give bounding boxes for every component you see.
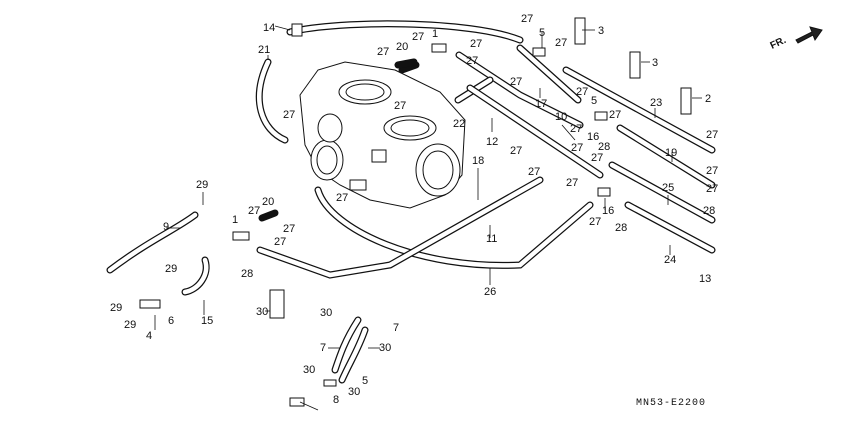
callout-24: 24 — [664, 254, 676, 266]
callout-27: 27 — [283, 223, 295, 235]
front-arrow: FR. — [769, 26, 823, 52]
callout-27: 27 — [510, 145, 522, 157]
callout-30: 30 — [320, 307, 332, 319]
joint-8 — [289, 397, 305, 407]
callout-27: 27 — [412, 31, 424, 43]
callout-30: 8 — [333, 394, 339, 406]
front-arrow-icon — [795, 26, 823, 44]
joint-1a — [431, 43, 447, 53]
callout-7: 7 — [320, 342, 326, 354]
callout-4: 30 — [256, 306, 268, 318]
callout-27: 27 — [706, 129, 718, 141]
callout-28: 28 — [703, 205, 715, 217]
diagram-code: MN53-E2200 — [636, 398, 706, 409]
callout-13: 26 — [484, 286, 496, 298]
callout-26: 29 — [110, 302, 122, 314]
callout-20: 20 — [396, 41, 408, 53]
joint-5c — [323, 379, 337, 387]
joint-5b — [594, 111, 608, 121]
callout-1: 1 — [432, 28, 438, 40]
callout-2: 2 — [705, 93, 711, 105]
callout-14: 14 — [263, 22, 275, 34]
callout-27: 27 — [566, 177, 578, 189]
callout-11: 11 — [486, 233, 497, 245]
callout-27: 28 — [241, 268, 253, 280]
callout-16: 16 — [587, 131, 599, 143]
holder-2 — [680, 87, 692, 115]
callout-12: 12 — [486, 136, 498, 148]
front-marker-label: FR. — [769, 35, 788, 52]
callout-29: 29 — [165, 263, 177, 275]
callout-27: 27 — [706, 183, 718, 195]
clamp-14 — [291, 23, 303, 37]
callout-27: 27 — [248, 205, 260, 217]
callout-28: 28 — [615, 222, 627, 234]
callout-27: 27 — [570, 123, 582, 135]
joint-5a — [532, 47, 546, 57]
small-parts — [139, 17, 692, 407]
callout-27: 27 — [336, 192, 348, 204]
callout-29: 6 — [168, 315, 174, 327]
callout-30: 7 — [393, 322, 399, 334]
callout-3: 3 — [598, 25, 604, 37]
callout-28: 13 — [699, 273, 711, 285]
callout-16: 16 — [602, 205, 614, 217]
callout-27: 27 — [609, 109, 621, 121]
callout-15: 4 — [146, 330, 152, 342]
callout-25: 25 — [662, 182, 674, 194]
callout-7: 30 — [379, 342, 391, 354]
callout-20: 20 — [262, 196, 274, 208]
joint-16 — [597, 187, 611, 197]
joint-1b — [232, 231, 250, 241]
callout-27: 27 — [706, 165, 718, 177]
hoses — [106, 20, 716, 384]
callouts: 14 21 27 20 27 1 27 27 5 27 3 3 27 27 27… — [110, 13, 718, 406]
callout-29: 29 — [124, 319, 136, 331]
callout-27: 27 — [466, 55, 478, 67]
callout-27: 27 — [377, 46, 389, 58]
callout-5: 5 — [539, 27, 545, 39]
callout-27: 27 — [283, 109, 295, 121]
callout-23: 23 — [650, 97, 662, 109]
callout-29: 29 — [196, 179, 208, 191]
callout-28: 28 — [598, 141, 610, 153]
callout-27: 27 — [470, 38, 482, 50]
callout-5: 5 — [591, 95, 597, 107]
carburetor-assembly — [299, 61, 466, 209]
callout-27: 27 — [274, 236, 286, 248]
callout-6: 15 — [201, 315, 213, 327]
callout-30: 30 — [303, 364, 315, 376]
callout-5: 30 — [348, 386, 360, 398]
callout-19: 19 — [665, 147, 677, 159]
callout-27: 27 — [510, 76, 522, 88]
callout-27: 27 — [571, 142, 583, 154]
callout-27: 27 — [555, 37, 567, 49]
leader-lines — [154, 25, 702, 411]
callout-3: 3 — [652, 57, 658, 69]
callout-22: 22 — [453, 118, 465, 130]
callout-9: 9 — [163, 221, 169, 233]
holder-3a — [574, 17, 586, 45]
callout-27: 27 — [589, 216, 601, 228]
callout-27: 27 — [521, 13, 533, 25]
callout-18: 18 — [472, 155, 484, 167]
holder-4 — [269, 289, 285, 319]
joint-15 — [139, 299, 161, 309]
callout-27: 27 — [528, 166, 540, 178]
callout-1: 1 — [232, 214, 238, 226]
callout-27: 27 — [576, 86, 588, 98]
holder-3b — [629, 51, 641, 79]
callout-21: 21 — [258, 44, 270, 56]
callout-10: 10 — [555, 111, 567, 123]
callout-17: 17 — [535, 98, 547, 110]
callout-27: 27 — [394, 100, 406, 112]
callout-27: 27 — [591, 152, 603, 164]
callout-30: 5 — [362, 375, 368, 387]
